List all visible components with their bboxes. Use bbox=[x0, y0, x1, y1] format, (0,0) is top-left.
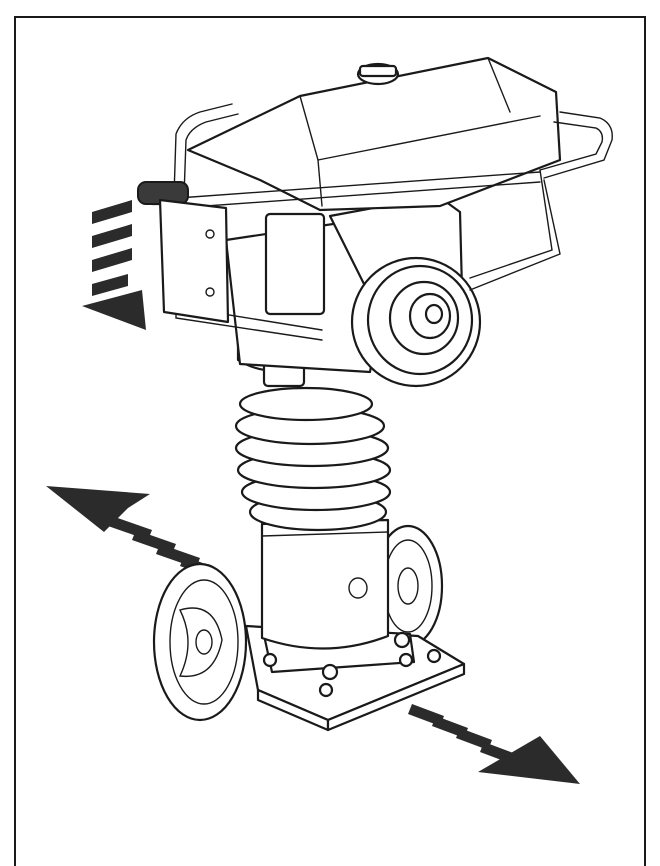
illustration-page: .ln { fill: #ffffff; stroke: #1a1a1a; st… bbox=[14, 16, 646, 866]
base-plate bbox=[244, 623, 466, 732]
recoil-starter bbox=[350, 256, 482, 388]
figure-frame bbox=[14, 16, 646, 866]
fuel-tank bbox=[186, 56, 562, 212]
bellows bbox=[234, 386, 392, 532]
rammer-figure: .ln { fill: #ffffff; stroke: #1a1a1a; st… bbox=[46, 56, 613, 784]
lower-cylinder bbox=[260, 518, 390, 650]
vertical-vibration-arrow-icon bbox=[82, 200, 146, 330]
front-wheel bbox=[152, 562, 248, 722]
control-panel bbox=[158, 198, 230, 324]
